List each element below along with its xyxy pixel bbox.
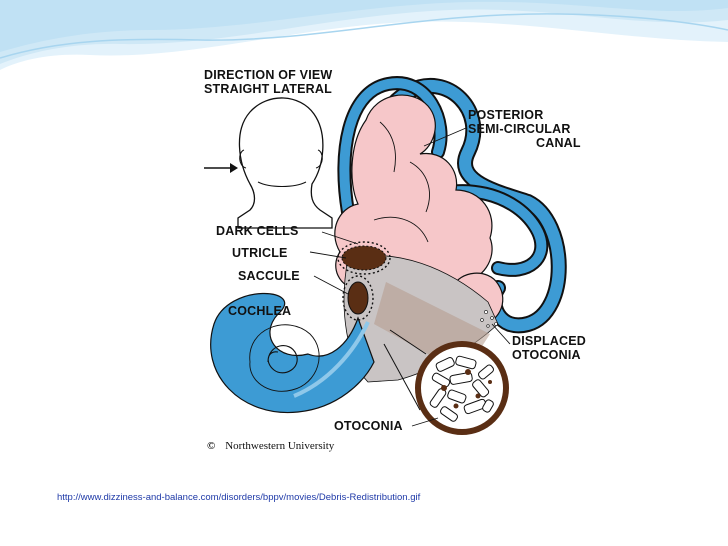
leader-utricle <box>309 251 347 259</box>
direction-title-line1: DIRECTION OF VIEW <box>204 68 333 82</box>
posterior-line1: POSTERIOR <box>468 108 544 122</box>
copyright-symbol: © <box>207 440 216 452</box>
posterior-canal-label: POSTERIOR SEMI-CIRCULAR CANAL <box>468 108 581 150</box>
slide-wave-line <box>0 13 728 59</box>
copyright-holder: Northwestern University <box>225 440 335 452</box>
utricle-label: UTRICLE <box>232 246 288 260</box>
leader-saccule <box>313 275 349 295</box>
inner-ear-diagram: DIRECTION OF VIEW STRAIGHT LATERAL POSTE… <box>198 62 596 458</box>
head-ear-right <box>315 149 323 169</box>
displaced-line1: DISPLACED <box>512 334 587 348</box>
copyright-notice: © Northwestern University <box>207 440 334 452</box>
magnify-line-bottom <box>383 343 421 411</box>
utricle-macula <box>341 245 387 271</box>
leader-posterior <box>423 127 467 147</box>
leader-otoconia <box>411 417 439 427</box>
posterior-line3: CANAL <box>536 136 581 150</box>
head-hair-line <box>257 181 307 187</box>
otoconia-label: OTOCONIA <box>334 419 403 433</box>
slide-wave-front <box>0 0 728 52</box>
displaced-otoconia-specks <box>480 310 498 328</box>
head-ear-left <box>239 149 247 169</box>
saccule-label: SACCULE <box>238 269 300 283</box>
otoconia-dark-gaps <box>441 369 492 409</box>
magnify-line-top <box>389 329 427 355</box>
displaced-line2: OTOCONIA <box>512 348 581 362</box>
cochlea-label: COCHLEA <box>228 304 292 318</box>
saccule-macula <box>347 281 369 315</box>
source-url-link[interactable]: http://www.dizziness-and-balance.com/dis… <box>57 492 421 503</box>
posterior-line2: SEMI-CIRCULAR <box>468 122 571 136</box>
cochlea-duct <box>293 321 370 398</box>
cochlea-spiral <box>267 345 298 374</box>
leader-dark-cells <box>321 231 359 245</box>
view-direction-arrowhead <box>230 163 238 173</box>
inner-ear-illustration <box>204 76 567 435</box>
otoconia-crystals <box>429 355 494 422</box>
direction-of-view-title: DIRECTION OF VIEW STRAIGHT LATERAL <box>204 68 332 96</box>
head-outline <box>237 97 333 229</box>
dark-cells-label: DARK CELLS <box>216 224 299 238</box>
direction-title-line2: STRAIGHT LATERAL <box>204 82 332 96</box>
leader-displaced <box>491 323 511 345</box>
cochlea <box>210 292 375 414</box>
displaced-otoconia-label: DISPLACED OTOCONIA <box>512 334 586 362</box>
